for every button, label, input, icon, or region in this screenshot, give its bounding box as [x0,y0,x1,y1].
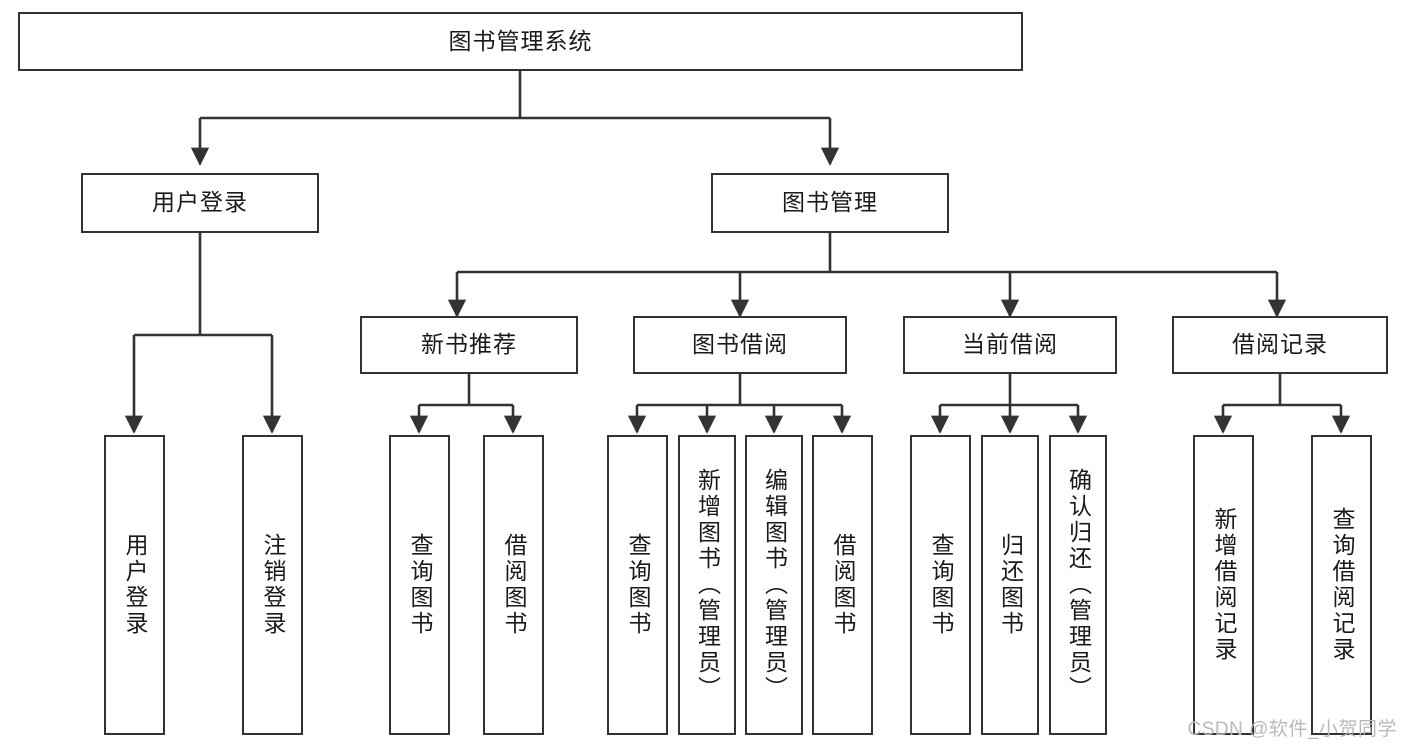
leaf-user-login-logout[interactable]: 注销登录 [242,435,303,735]
node-label: 注销登录 [260,533,287,637]
node-book-management[interactable]: 图书管理 [711,173,949,233]
leaf-record-query-record[interactable]: 查询借阅记录 [1311,435,1372,735]
leaf-borrow-edit-book-admin[interactable]: 编辑图书（管理员） [745,435,803,735]
node-label: 新增借阅记录 [1211,507,1238,663]
leaf-current-confirm-return-admin[interactable]: 确认归还（管理员） [1049,435,1107,735]
leaf-new-book-query[interactable]: 查询图书 [389,435,450,735]
node-label: 图书管理系统 [448,27,593,54]
csdn-watermark: CSDN @软件_小贺同学 [1187,719,1397,740]
leaf-record-add-record[interactable]: 新增借阅记录 [1193,435,1254,735]
leaf-user-login-login[interactable]: 用户登录 [104,435,165,735]
node-label: 新书推荐 [421,331,517,358]
node-label: 查询借阅记录 [1329,507,1356,663]
node-label: 用户登录 [122,533,149,637]
node-label: 借阅图书 [830,533,857,637]
leaf-new-book-borrow[interactable]: 借阅图书 [483,435,544,735]
leaf-borrow-borrow-book[interactable]: 借阅图书 [812,435,873,735]
leaf-current-query-book[interactable]: 查询图书 [910,435,971,735]
node-label: 查询图书 [928,533,955,637]
node-borrow-record[interactable]: 借阅记录 [1172,316,1388,374]
node-label: 用户登录 [152,189,248,216]
node-label: 借阅图书 [501,533,528,637]
leaf-borrow-add-book-admin[interactable]: 新增图书（管理员） [678,435,736,735]
node-user-login[interactable]: 用户登录 [81,173,319,233]
node-label: 图书借阅 [692,331,788,358]
node-label: 编辑图书（管理员） [761,468,788,702]
node-label: 新增图书（管理员） [694,468,721,702]
node-label: 借阅记录 [1232,331,1328,358]
node-label: 确认归还（管理员） [1065,468,1092,702]
node-label: 查询图书 [407,533,434,637]
leaf-borrow-query-book[interactable]: 查询图书 [607,435,668,735]
node-new-book-recommend[interactable]: 新书推荐 [360,316,578,374]
node-current-borrow[interactable]: 当前借阅 [903,316,1117,374]
node-label: 当前借阅 [962,331,1058,358]
leaf-current-return-book[interactable]: 归还图书 [981,435,1039,735]
node-root-library-system[interactable]: 图书管理系统 [18,12,1023,71]
node-book-borrow[interactable]: 图书借阅 [633,316,847,374]
node-label: 查询图书 [625,533,652,637]
node-label: 归还图书 [997,533,1024,637]
node-label: 图书管理 [782,189,878,216]
